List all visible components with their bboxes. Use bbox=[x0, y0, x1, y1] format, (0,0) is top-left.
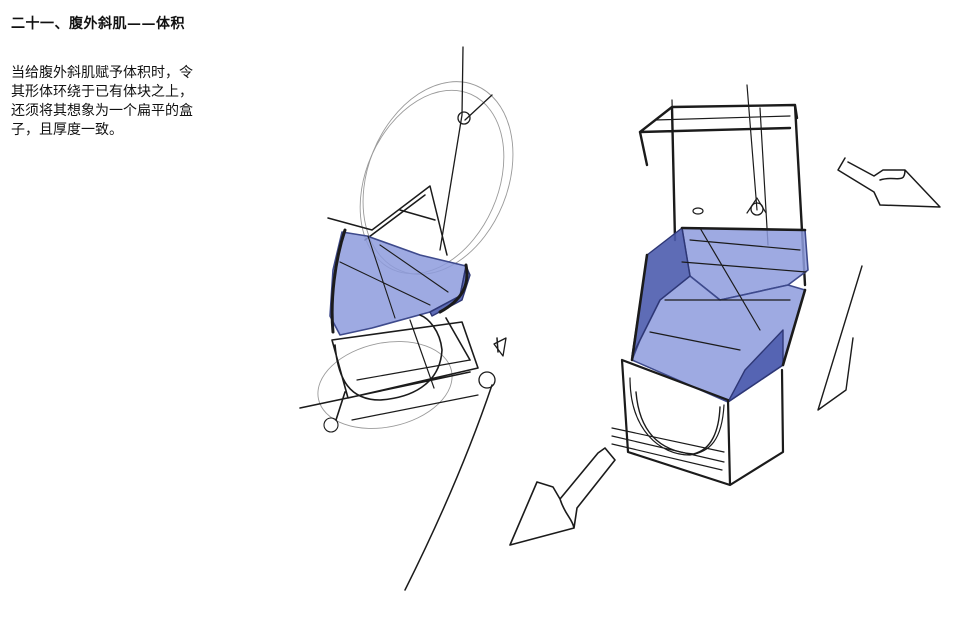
arrow-down-left-icon bbox=[510, 448, 615, 545]
side-stroke bbox=[818, 266, 862, 410]
pelvis-ellipse bbox=[310, 330, 460, 440]
box-dot bbox=[693, 208, 703, 214]
small-joint-circle bbox=[324, 418, 338, 432]
right-box-sketch bbox=[612, 85, 862, 485]
left-torso-sketch bbox=[300, 47, 540, 590]
torso-axis-line bbox=[440, 47, 492, 250]
hip-joint-circle bbox=[479, 372, 495, 388]
axis-joint-top bbox=[458, 112, 470, 124]
triangle-marker bbox=[494, 338, 506, 356]
pelvis-box bbox=[300, 315, 478, 420]
arrow-right-icon bbox=[838, 158, 940, 207]
